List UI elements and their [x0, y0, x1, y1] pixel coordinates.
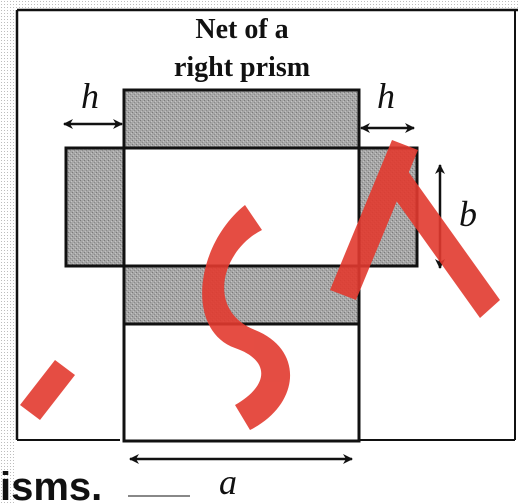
watermark-fragment [20, 360, 75, 420]
watermark-stroke-2 [380, 160, 500, 318]
top-shaded-face [122, 88, 361, 150]
partial-heading: isms. [0, 465, 102, 504]
title-line-2: right prism [174, 52, 310, 83]
page-edge-speckle [0, 0, 14, 504]
left-shaded-face [64, 146, 126, 268]
page-top-speckle [14, 0, 518, 8]
middle-shaded-face [122, 264, 361, 326]
h-right-label: h [377, 76, 395, 116]
title-line-1: Net of a [195, 14, 288, 45]
lower-white-face [122, 322, 361, 443]
a-label: a [219, 462, 237, 502]
watermark-s-glyph [202, 205, 291, 430]
watermark [20, 140, 500, 430]
b-label: b [459, 194, 477, 234]
h-left-label: h [81, 76, 99, 116]
upper-white-face [122, 146, 361, 268]
